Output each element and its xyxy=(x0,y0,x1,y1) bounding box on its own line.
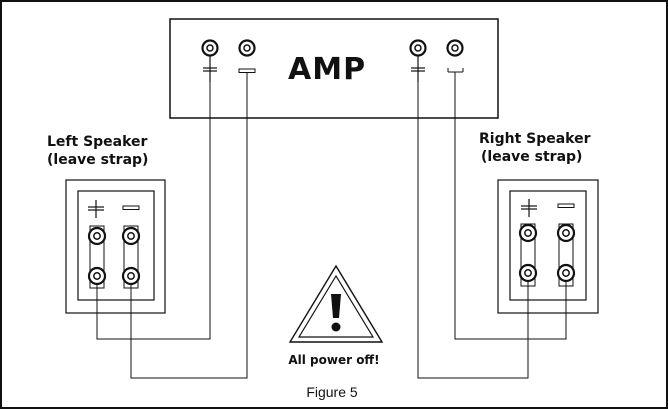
minus-icon xyxy=(238,68,256,73)
plus-icon xyxy=(411,56,425,82)
amp-right-negative-terminal xyxy=(446,39,464,57)
right-speaker-post xyxy=(518,223,538,243)
right-speaker-title: Right Speaker xyxy=(479,131,591,147)
left-speaker-post xyxy=(121,266,141,286)
warning-triangle-icon xyxy=(288,264,384,343)
figure-caption: Figure 5 xyxy=(306,384,358,400)
amplifier: AMP xyxy=(169,18,499,119)
amp-label: AMP xyxy=(288,52,366,87)
wire-right-positive xyxy=(417,82,529,379)
right-speaker-post xyxy=(518,263,538,283)
amp-left-positive-terminal xyxy=(201,39,219,57)
wire-right-negative xyxy=(454,72,567,340)
left-speaker-subtitle: (leave strap) xyxy=(47,152,148,168)
left-speaker-post xyxy=(87,266,107,286)
amp-box xyxy=(169,18,499,119)
minus-icon xyxy=(122,205,140,210)
amp-left-negative-terminal xyxy=(238,39,256,57)
plus-icon xyxy=(88,200,104,218)
plus-icon xyxy=(521,199,537,217)
left-speaker-post xyxy=(121,226,141,246)
speaker-wires xyxy=(96,72,567,379)
right-speaker-subtitle: (leave strap) xyxy=(481,149,582,165)
minus-icon xyxy=(557,203,575,208)
plus-icon xyxy=(203,56,217,82)
right-speaker-post xyxy=(556,223,576,243)
right-speaker xyxy=(497,179,599,314)
warning-text: All power off! xyxy=(288,353,379,367)
left-speaker-post xyxy=(87,226,107,246)
wire-left-negative xyxy=(130,73,248,379)
right-speaker-post xyxy=(556,263,576,283)
amp-right-positive-terminal xyxy=(409,39,427,57)
left-speaker xyxy=(65,179,166,314)
wire-left-positive xyxy=(96,82,211,340)
left-speaker-title: Left Speaker xyxy=(47,134,148,150)
